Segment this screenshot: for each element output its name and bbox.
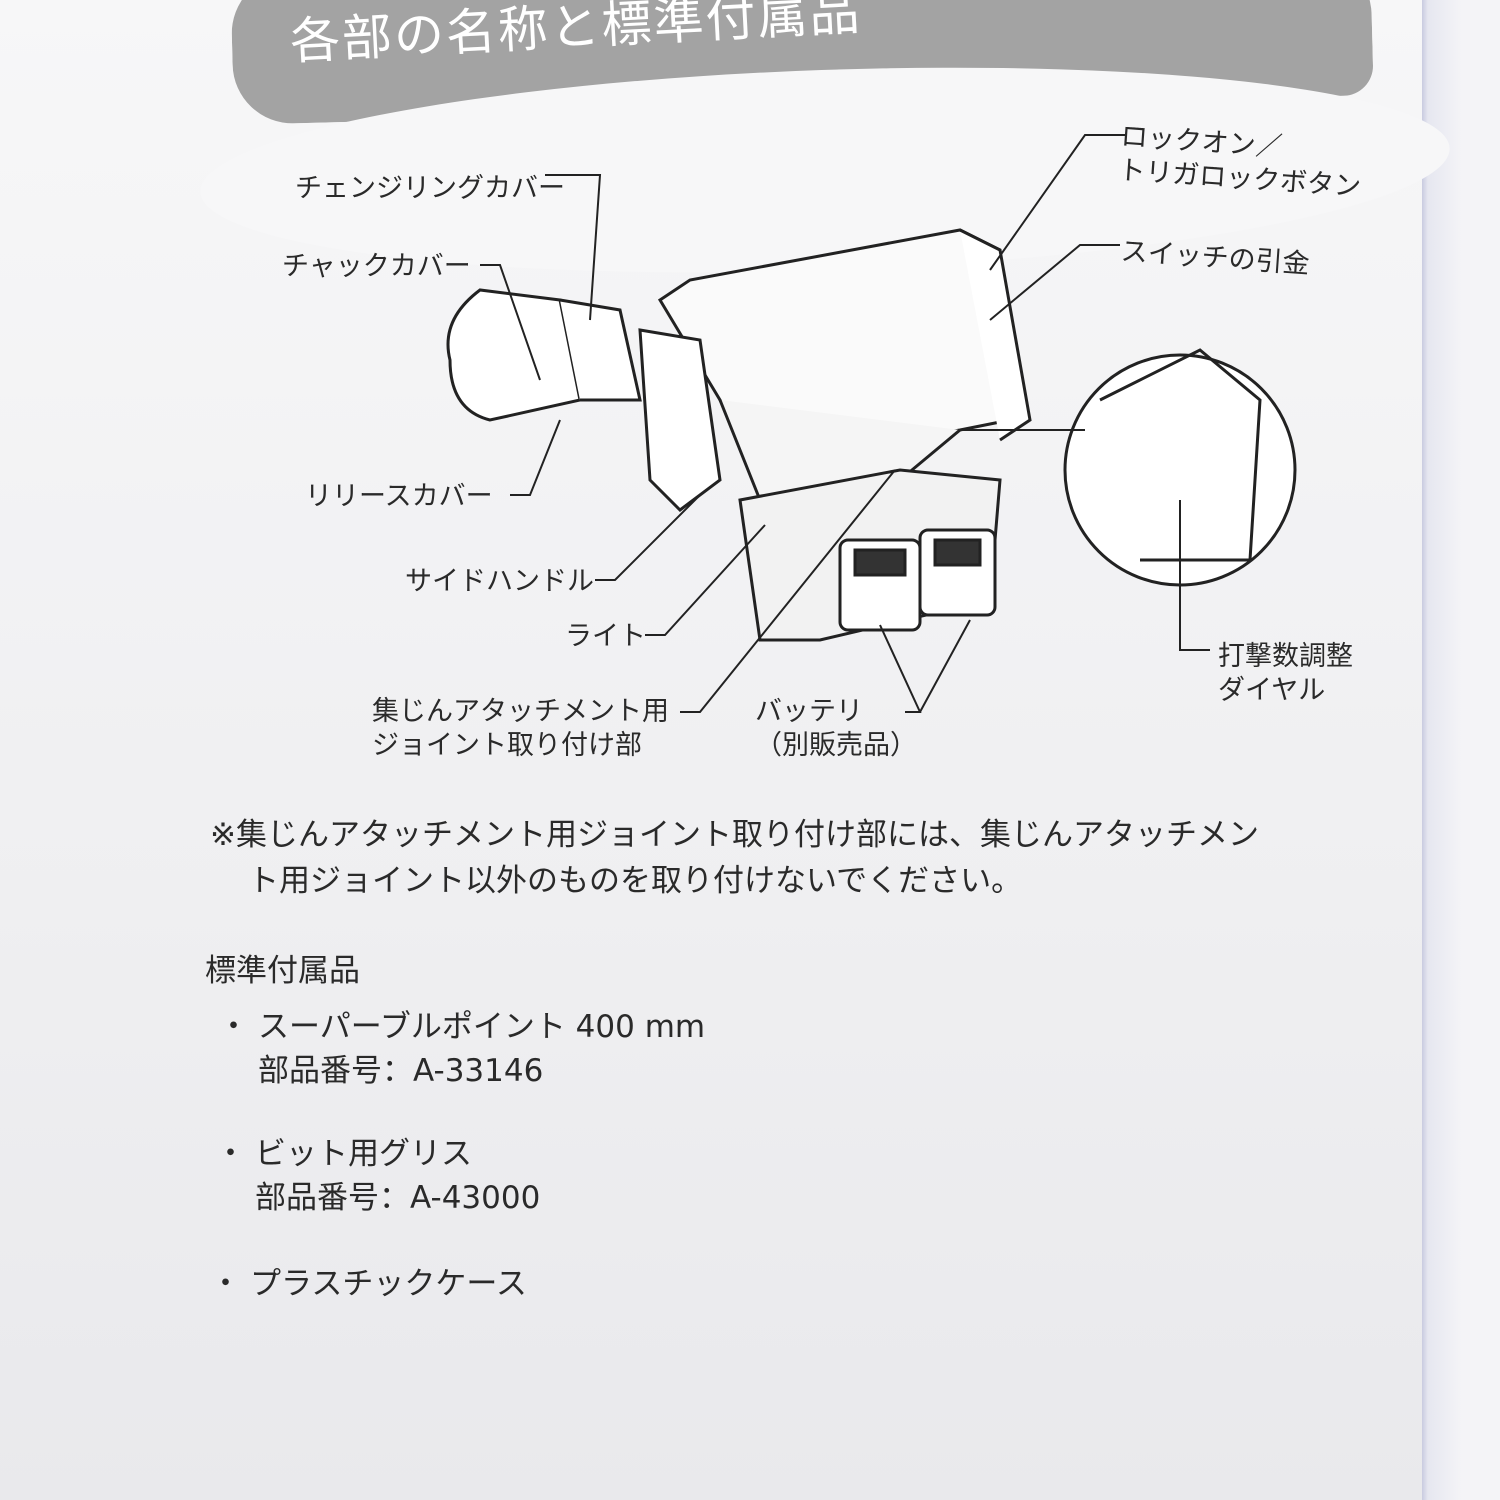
page-edge	[1422, 0, 1500, 1500]
label-dust-joint-line1: 集じんアタッチメント用	[372, 696, 669, 727]
accessory-part-number: 部品番号：A-33146	[258, 1053, 544, 1089]
caution-note-line2: ト用ジョイント以外のものを取り付けないでください。	[248, 863, 1023, 899]
label-battery: バッテリ （別販売品）	[755, 695, 917, 763]
label-dust-joint-line2: ジョイント取り付け部	[372, 730, 642, 761]
accessory-item: ・ ビット用グリス 部品番号：A-43000	[215, 1132, 541, 1220]
label-dial: 打撃数調整 ダイヤル	[1218, 640, 1353, 708]
accessory-name: プラスチックケース	[250, 1266, 527, 1302]
label-battery-line2: （別販売品）	[755, 730, 917, 761]
bullet: ・	[215, 1136, 246, 1172]
label-chuck-cover: チャックカバー	[282, 251, 471, 282]
label-dust-joint: 集じんアタッチメント用 ジョイント取り付け部	[372, 695, 669, 763]
accessory-name: ビット用グリス	[255, 1136, 472, 1172]
label-dial-line1: 打撃数調整	[1218, 641, 1353, 672]
label-changing-ring-cover: チェンジリングカバー	[295, 173, 565, 204]
accessories-heading: 標準付属品	[205, 953, 360, 989]
label-dial-line2: ダイヤル	[1218, 675, 1326, 706]
chuck	[446, 288, 582, 422]
caution-note-line1: ※集じんアタッチメント用ジョイント取り付け部には、集じんアタッチメン	[210, 817, 1259, 853]
label-release-cover: リリースカバー	[305, 481, 493, 512]
label-light: ライト	[565, 621, 646, 652]
label-battery-line1: バッテリ	[755, 696, 863, 727]
bullet: ・	[210, 1266, 241, 1302]
rotary-hammer-illustration	[446, 134, 1297, 713]
accessory-part-number: 部品番号：A-43000	[255, 1180, 541, 1216]
accessory-item: ・ スーパーブルポイント 400 mm 部品番号：A-33146	[218, 1005, 706, 1093]
caution-note: ※集じんアタッチメント用ジョイント取り付け部には、集じんアタッチメン ト用ジョイ…	[210, 812, 1430, 904]
label-side-handle: サイドハンドル	[405, 566, 594, 597]
bullet: ・	[218, 1009, 249, 1045]
hammer-body	[657, 228, 1012, 442]
accessory-name: スーパーブルポイント 400 mm	[258, 1009, 706, 1045]
accessory-item: ・ プラスチックケース	[210, 1262, 527, 1306]
